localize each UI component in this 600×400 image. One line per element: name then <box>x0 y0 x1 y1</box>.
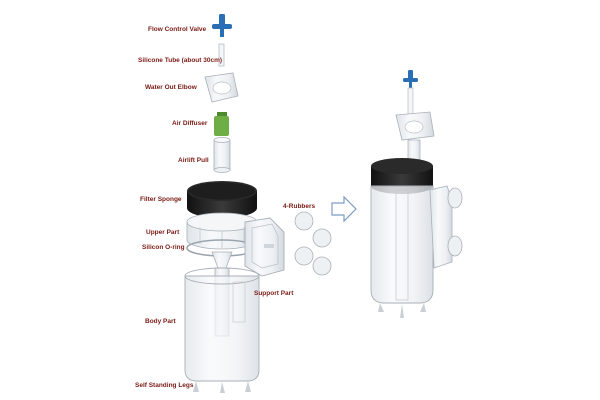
label-self-standing-legs: Self Standing Legs <box>135 382 194 389</box>
airlift-pull-icon <box>213 137 231 173</box>
label-upper-part: Upper Part <box>146 229 180 236</box>
label-flow-control-valve: Flow Control Valve <box>148 26 207 33</box>
flow-control-valve-icon <box>212 14 232 37</box>
rubber-suction-cups-icon <box>294 211 332 276</box>
label-airlift-pull: Airlift Pull <box>178 157 209 164</box>
label-support-part: Support Part <box>254 290 294 297</box>
right-arrow-icon <box>331 195 357 223</box>
assembled-filter-icon <box>370 70 463 318</box>
label-body-part: Body Part <box>145 318 176 325</box>
label-silicone-tube: Silicone Tube (about 30cm) <box>138 57 223 64</box>
self-standing-legs-icon <box>193 381 251 393</box>
label-filter-sponge: Filter Sponge <box>140 196 182 203</box>
air-diffuser-icon <box>214 112 229 136</box>
water-out-elbow-icon <box>204 72 239 103</box>
label-silicon-o-ring: Silicon O-ring <box>142 244 185 251</box>
filter-sponge-icon <box>187 181 257 218</box>
label-air-diffuser: Air Diffuser <box>172 120 208 127</box>
upper-part-icon <box>186 212 258 250</box>
support-part-icon <box>244 217 285 277</box>
label-water-out-elbow: Water Out Elbow <box>145 84 197 91</box>
label-four-rubbers: 4-Rubbers <box>283 203 316 210</box>
silicone-tube-icon <box>218 43 225 67</box>
body-part-icon <box>184 267 260 382</box>
